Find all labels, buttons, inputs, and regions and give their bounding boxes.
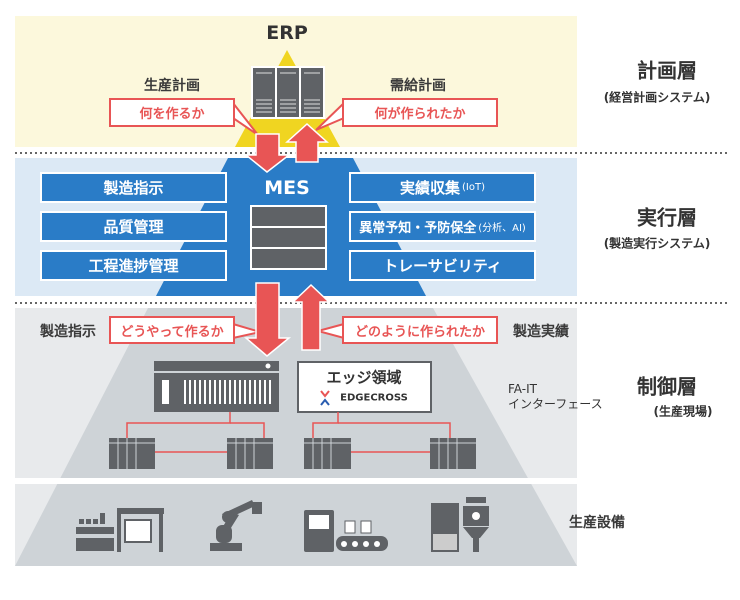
production-results-label: 製造実績 <box>513 324 569 340</box>
how-to-make-callout: どうやって作るか <box>109 316 235 344</box>
arrow-up-control-to-mes <box>291 283 331 351</box>
execution-layer-title: 実行層 <box>637 205 697 230</box>
arrow-down-mes-to-control <box>243 282 292 357</box>
mes-function-data-collection: 実績収集(IoT) <box>349 172 536 203</box>
erp-title: ERP <box>266 22 308 44</box>
mes-function-predictive-maintenance: 異常予知・予防保全(分析、AI) <box>349 211 536 242</box>
execution-layer-subtitle: (製造実行システム) <box>603 236 711 251</box>
what-to-make-callout: 何を作るか <box>109 98 235 127</box>
arrow-down-erp-to-mes <box>243 133 292 173</box>
how-it-was-made-callout: どのように作られたか <box>342 316 498 344</box>
conveyor-controller-icon <box>304 510 388 552</box>
fa-it-label-line2: インターフェース <box>508 397 603 411</box>
what-was-made-callout: 何が作られたか <box>342 98 498 127</box>
robot-arm-icon <box>210 500 262 551</box>
function-note: (IoT) <box>462 182 485 193</box>
arrow-up-mes-to-erp <box>285 122 329 163</box>
mes-server-icon <box>250 205 327 270</box>
fa-it-interface-label: FA-IT インターフェース <box>508 382 603 412</box>
erp-server-icon <box>251 66 325 119</box>
edge-domain-box <box>297 361 432 413</box>
edgecross-logo-icon <box>320 390 330 406</box>
packaging-machine-icon <box>76 508 164 552</box>
control-pyramid <box>15 308 577 566</box>
edge-domain-title: エッジ領域 <box>326 368 402 387</box>
plc-controller-icon <box>154 361 279 412</box>
mes-function-progress-management: 工程進捗管理 <box>40 250 227 281</box>
function-label: トレーサビリティ <box>383 257 502 275</box>
production-equipment-label: 生産設備 <box>569 515 625 531</box>
control-layer-title: 制御層 <box>637 374 697 399</box>
fa-it-label-line1: FA-IT <box>508 382 537 396</box>
mes-function-work-instruction: 製造指示 <box>40 172 227 203</box>
network-lines <box>126 412 451 453</box>
control-layer-subtitle: (生産現場) <box>653 404 713 419</box>
edgecross-logo-text: EDGECROSS <box>340 392 408 404</box>
planning-layer-title: 計画層 <box>637 58 697 83</box>
machine-tool-icon <box>431 497 489 552</box>
function-label: 実績収集 <box>400 179 461 197</box>
production-planning-label: 生産計画 <box>144 78 200 94</box>
mes-title: MES <box>264 177 310 199</box>
function-label: 異常予知・予防保全 <box>359 221 477 236</box>
work-instruction-label: 製造指示 <box>40 324 96 340</box>
function-note: (分析、AI) <box>478 223 526 234</box>
supply-demand-planning-label: 需給計画 <box>390 78 446 94</box>
mes-function-traceability: トレーサビリティ <box>349 250 536 281</box>
mes-function-quality-management: 品質管理 <box>40 211 227 242</box>
planning-layer-subtitle: (経営計画システム) <box>603 90 711 105</box>
